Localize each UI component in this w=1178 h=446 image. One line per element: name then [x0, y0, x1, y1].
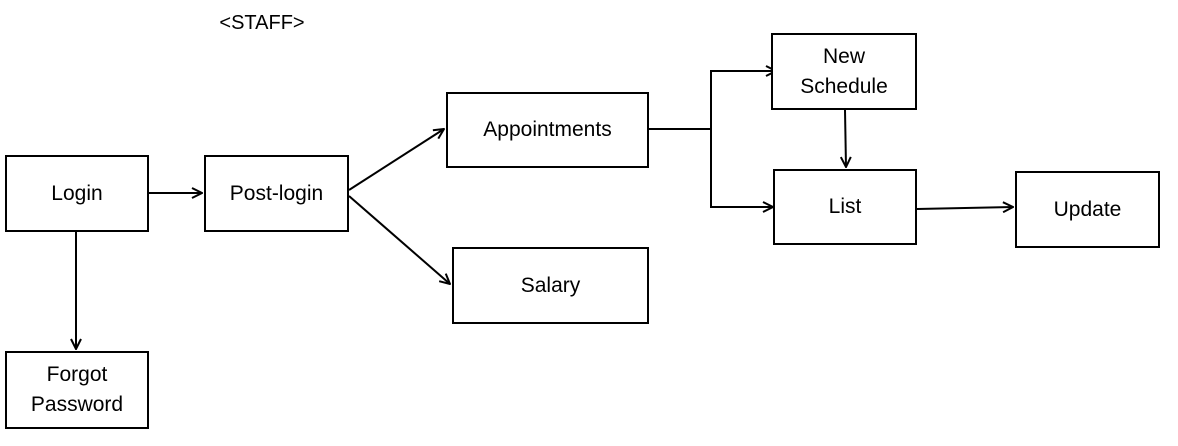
login-label: Login [51, 181, 103, 205]
post-login-label: Post-login [229, 181, 324, 205]
list-node: List [773, 169, 917, 245]
edge-post-login-to-appointments [348, 129, 444, 191]
edge-appointments-to-new-schedule [649, 71, 776, 130]
edge-appointments-to-list [710, 129, 773, 207]
update-label: Update [1053, 197, 1122, 221]
salary-node: Salary [452, 247, 649, 324]
diagram-title: <STAFF> [219, 12, 305, 34]
post-login-node: Post-login [204, 155, 349, 232]
list-label: List [828, 195, 862, 218]
forgot-password-node: Forgot Password [5, 351, 149, 429]
forgot-password-label: Forgot Password [30, 363, 124, 416]
appointments-label: Appointments [483, 118, 612, 141]
appointments-node: Appointments [446, 92, 649, 168]
new-schedule-node: New Schedule [771, 33, 917, 110]
edge-post-login-to-salary [348, 195, 450, 284]
edge-new-schedule-to-list [845, 109, 846, 167]
new-schedule-label: New Schedule [800, 44, 888, 98]
edge-list-to-update [916, 207, 1013, 209]
salary-label: Salary [520, 273, 581, 297]
login-node: Login [5, 155, 149, 232]
update-node: Update [1015, 171, 1160, 248]
